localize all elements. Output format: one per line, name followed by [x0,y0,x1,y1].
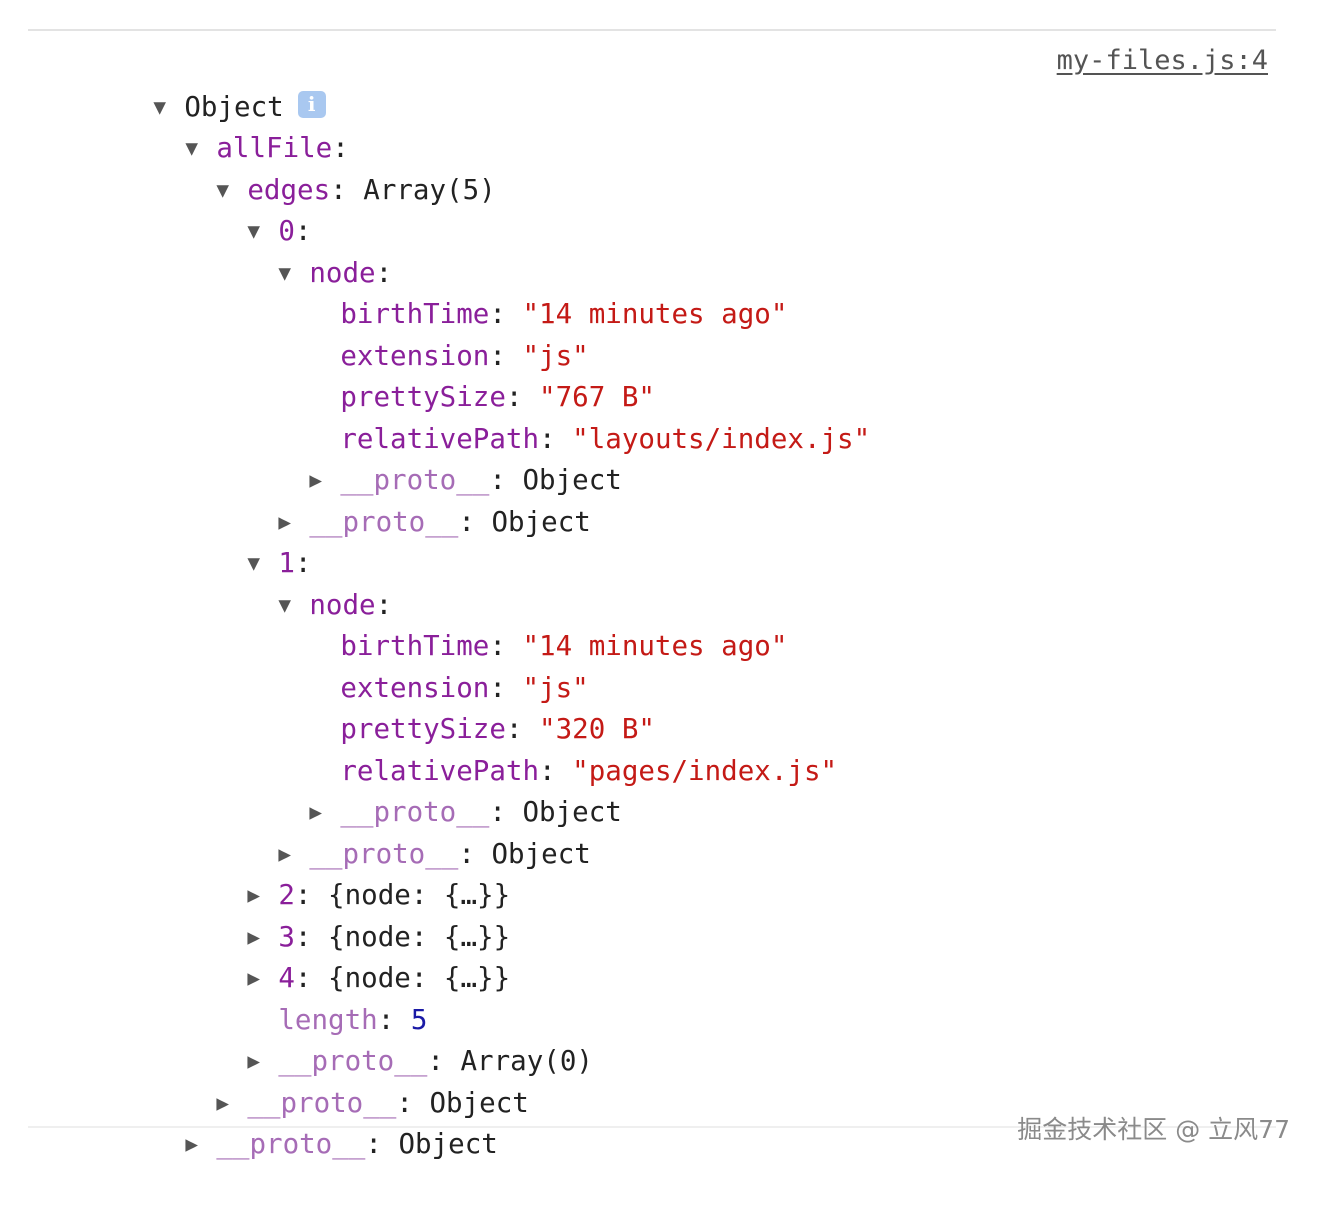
property-key: relativePath [340,754,540,787]
proto-key: __proto__ [247,1086,397,1119]
property-value: Array(5) [363,173,496,206]
property-key: allFile [216,132,333,164]
triangle-down-icon[interactable]: ▼ [247,219,260,243]
property-key: relativePath [340,422,540,455]
array-index: 1 [278,547,295,579]
property-key: extension [340,339,490,372]
string-value: "14 minutes ago" [522,630,788,662]
tree-row-length: ▶length: 5 [278,1003,428,1036]
property-value: Object [491,505,591,538]
string-value: "layouts/index.js" [572,422,871,455]
tree-row-index-3[interactable]: ▶3: {node: {…}} [0,875,870,953]
property-value: Object [522,796,622,828]
triangle-down-icon[interactable]: ▼ [153,94,166,119]
string-value: "pages/index.js" [572,754,838,787]
proto-key: __proto__ [340,796,490,828]
triangle-right-icon[interactable]: ▶ [247,966,260,990]
tree-row-proto[interactable]: ▶__proto__: Array(0) [0,1000,870,1077]
tree-row-node[interactable]: ▼node: [0,543,870,621]
tree-row-field: ▶prettySize: "767 B" [340,381,655,413]
property-value: Object [429,1086,529,1119]
triangle-right-icon[interactable]: ▶ [216,1090,229,1115]
tree-row-index-1[interactable]: ▼1: [0,502,870,579]
tree-row-index-4[interactable]: ▶4: {node: {…}} [0,917,870,994]
tree-row-node[interactable]: ▼node: [0,211,870,289]
tree-row-field: ▶extension: "js" [340,671,589,704]
triangle-right-icon[interactable]: ▶ [247,1049,260,1073]
object-preview: {node: {…}} [328,962,511,994]
triangle-down-icon[interactable]: ▼ [185,136,198,160]
array-index: 0 [278,215,295,247]
top-divider [28,29,1276,31]
object-preview: {node: {…}} [328,879,511,911]
triangle-down-icon[interactable]: ▼ [278,592,291,617]
tree-row-field: ▶prettySize: "320 B" [340,713,655,745]
proto-key: __proto__ [309,837,459,870]
property-key: extension [340,671,490,704]
proto-key: __proto__ [340,464,490,496]
triangle-down-icon[interactable]: ▼ [247,551,260,575]
triangle-right-icon[interactable]: ▶ [185,1132,198,1156]
tree-row-field: ▶birthTime: "14 minutes ago" [340,298,788,330]
triangle-right-icon[interactable]: ▶ [247,924,260,949]
string-value: "js" [522,339,589,372]
string-value: "14 minutes ago" [522,298,788,330]
property-key: node [309,588,376,621]
string-value: "320 B" [539,713,655,745]
triangle-down-icon[interactable]: ▼ [216,177,229,202]
root-type: Object [184,90,284,123]
property-value: Array(0) [460,1045,593,1077]
length-key: length [278,1003,378,1036]
tree-row-field: ▶relativePath: "layouts/index.js" [340,422,871,455]
triangle-right-icon[interactable]: ▶ [278,841,291,866]
watermark: 掘金技术社区 @ 立风77 [1017,1115,1290,1144]
tree-row-allfile[interactable]: ▼allFile: [0,87,870,164]
property-value: Object [522,464,622,496]
number-value: 5 [410,1003,428,1036]
tree-row-field: ▶extension: "js" [340,339,589,372]
tree-row-index-2[interactable]: ▶2: {node: {…}} [0,834,870,911]
tree-row-proto[interactable]: ▶__proto__: Object [0,1041,870,1119]
triangle-right-icon[interactable]: ▶ [309,468,322,492]
tree-row-index-0[interactable]: ▼0: [0,170,870,247]
tree-row-field: ▶birthTime: "14 minutes ago" [340,630,788,662]
array-index: 4 [278,962,295,994]
triangle-down-icon[interactable]: ▼ [278,260,291,285]
property-key: birthTime [340,298,490,330]
tree-row-proto[interactable]: ▶__proto__: Object [0,792,870,870]
property-value: Object [398,1128,498,1160]
string-value: "js" [522,671,589,704]
triangle-right-icon[interactable]: ▶ [278,509,291,534]
tree-row-field: ▶relativePath: "pages/index.js" [340,754,838,787]
array-index: 3 [278,920,295,953]
property-key: edges [247,173,331,206]
triangle-right-icon[interactable]: ▶ [247,883,260,907]
info-icon[interactable]: i [297,91,326,118]
tree-row-proto[interactable]: ▶__proto__: Object [0,1083,870,1160]
object-preview: {node: {…}} [328,920,511,953]
tree-row-proto[interactable]: ▶__proto__: Object [0,419,870,496]
property-key: prettySize [340,713,506,745]
proto-key: __proto__ [309,505,459,538]
array-index: 2 [278,879,295,911]
bottom-divider [28,1126,1276,1128]
property-value: Object [491,837,591,870]
triangle-right-icon[interactable]: ▶ [309,800,322,824]
property-key: birthTime [340,630,490,662]
string-value: "767 B" [539,381,655,413]
tree-row-proto[interactable]: ▶__proto__: Object [0,751,870,828]
proto-key: __proto__ [278,1045,428,1077]
property-key: prettySize [340,381,506,413]
tree-row-edges[interactable]: ▼edges: Array(5) [0,128,870,206]
tree-row-proto[interactable]: ▶__proto__: Object [0,460,870,538]
proto-key: __proto__ [216,1128,366,1160]
source-link[interactable]: my-files.js:4 [1056,45,1268,76]
property-key: node [309,256,376,289]
